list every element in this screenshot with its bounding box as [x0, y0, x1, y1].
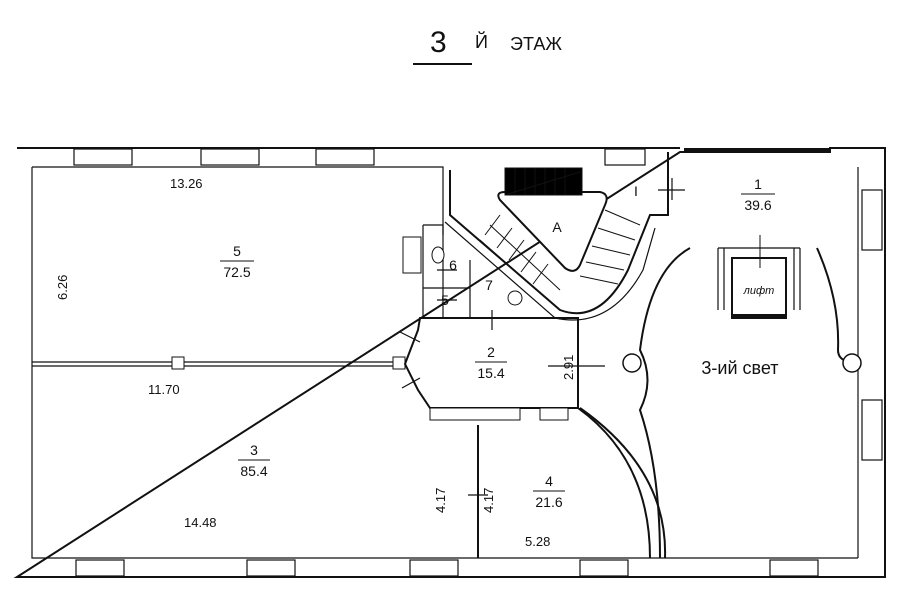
door-marks [399, 331, 421, 389]
curved-wall [579, 407, 667, 559]
floor-number: 3 [430, 26, 447, 59]
room-area: 72.5 [223, 264, 250, 280]
room-6-label: 6 [449, 257, 457, 273]
column [392, 356, 406, 370]
dimension-label: 11.70 [148, 382, 180, 397]
dimension-label: 2.91 [561, 355, 576, 380]
room-7-label: 7 [485, 277, 493, 293]
facade-strip [684, 148, 830, 152]
room-number: 2 [487, 344, 495, 360]
stair-wall [449, 152, 669, 315]
column-round [622, 353, 642, 373]
room-i-label: I [634, 183, 638, 199]
room-area: 15.4 [477, 365, 504, 381]
dimension-label: 14.48 [184, 515, 217, 530]
niche [539, 407, 569, 421]
room-label-4: 4 21.6 [533, 473, 565, 510]
room-label-5: 5 72.5 [220, 243, 254, 280]
lift-label: лифт [743, 285, 775, 297]
stair-steps [479, 167, 641, 301]
dimension-label: 4.17 [481, 488, 496, 513]
floor-suffix: Й [475, 31, 488, 52]
sink-icon [507, 290, 523, 306]
room-number: 1 [754, 176, 762, 192]
room-label-3: 3 85.4 [238, 442, 270, 479]
room-area: 85.4 [240, 463, 267, 479]
light-well-label: 3-ий свет [701, 358, 778, 378]
dimension-label: 6.26 [55, 275, 70, 300]
room-label-2: 2 15.4 [475, 344, 507, 381]
stair-label: A [552, 219, 562, 235]
room-number: 4 [545, 473, 553, 489]
wc-block [422, 224, 471, 318]
stair-landing [497, 191, 608, 272]
dimension-ticks [437, 178, 685, 505]
column-round [842, 353, 862, 373]
dimension-label: 13.26 [170, 176, 203, 191]
wc-side [402, 236, 422, 274]
floor-word: ЭТАЖ [510, 34, 562, 54]
room-4-wall [477, 407, 651, 559]
dimension-label: 5.28 [525, 534, 550, 549]
column [171, 356, 185, 370]
stair-wall-inner [444, 221, 656, 321]
partition-wall [32, 361, 395, 367]
room-2-wall [403, 317, 579, 409]
room-area: 39.6 [744, 197, 771, 213]
room-5-small-label: 5 [441, 292, 449, 308]
room-label-1: 1 39.6 [741, 176, 775, 213]
room-number: 3 [250, 442, 258, 458]
lift-shaft [717, 235, 801, 319]
dimension-label: 4.17 [433, 488, 448, 513]
room-number: 5 [233, 243, 241, 259]
room-area: 21.6 [535, 494, 562, 510]
toilet-icon [431, 246, 445, 264]
niche [429, 407, 521, 421]
windows [73, 148, 883, 577]
